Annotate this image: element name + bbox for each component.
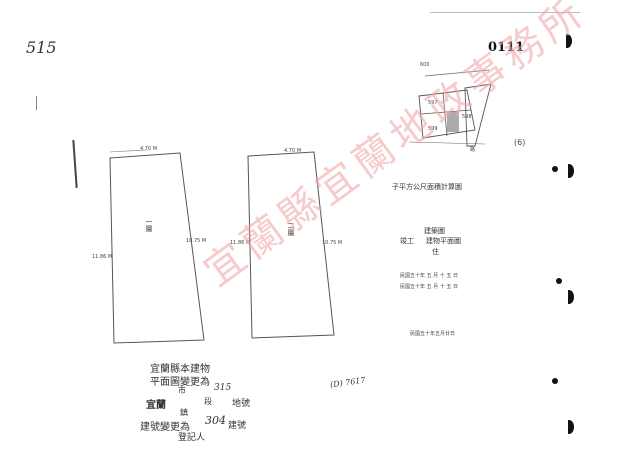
- binder-hole-2: [568, 164, 574, 178]
- bottom-line-5-prefix: 建號變更為: [140, 422, 190, 433]
- bottom-line-3-section-label: 段: [204, 397, 212, 406]
- site-map-lot-3: 599: [428, 126, 438, 132]
- binder-hole-3: [552, 166, 558, 172]
- floor-plan-1-dim-line: [109, 150, 151, 153]
- binder-hole-5: [568, 290, 574, 304]
- floor-plan-2-left-dimension: 11.86 M: [230, 240, 251, 246]
- floor-plan-1-drawing: [109, 150, 205, 344]
- bottom-line-3-city: 市: [178, 386, 186, 395]
- info-line-2: 竣工: [400, 237, 414, 245]
- floor-plan-1-right-dimension: 10.75 M: [186, 238, 207, 244]
- floor-plan-2-drawing: [247, 151, 335, 339]
- margin-bracket: [72, 139, 78, 189]
- site-map-lot-1: 597: [428, 100, 438, 106]
- bottom-line-3-section-number: 315: [214, 383, 232, 393]
- page-number: 515: [26, 38, 57, 57]
- bottom-line-3-suffix: 地號: [232, 399, 251, 409]
- binder-hole-7: [568, 420, 574, 434]
- info-date-line: 民國五十年五月廿日: [410, 331, 456, 337]
- site-map-lot-2: 598: [462, 114, 472, 120]
- floor-plan-1-top-dimension: 4.70 M: [140, 146, 158, 152]
- floor-plan-1-outline: [109, 152, 205, 344]
- info-line-4: 住: [432, 248, 439, 256]
- info-line-1: 建築圖: [424, 227, 445, 235]
- bottom-line-5-number: 304: [205, 414, 226, 427]
- floor-plan-2-right-dimension: 10.75 M: [322, 240, 343, 246]
- top-edge-line: [430, 12, 580, 13]
- floor-plan-1-label: 一層: [145, 218, 153, 232]
- side-mark: (6): [514, 138, 526, 147]
- info-line-3: 建物平面圖: [426, 237, 461, 245]
- floor-plan-2-top-dimension: 4.70 M: [284, 148, 302, 154]
- site-map-road-label: 路: [470, 147, 476, 153]
- info-note-1: 民國五十年 五 月 十 五 日: [400, 273, 458, 279]
- floor-plan-1-left-dimension: 11.86 M: [92, 254, 113, 260]
- site-map-top-label: 600: [420, 62, 430, 68]
- document-number: 0111: [488, 40, 525, 55]
- binder-hole-1: [566, 34, 572, 48]
- site-highlight: [447, 112, 459, 132]
- floor-plan-2-label: 二層: [287, 222, 295, 236]
- floor-plan-2-outline: [247, 151, 335, 339]
- handwritten-note: (D) 7617: [329, 375, 367, 390]
- site-location-map: [408, 69, 492, 147]
- bottom-line-6: 登記人: [178, 433, 206, 443]
- info-note-2: 民國五十年 五 月 十 五 日: [400, 284, 458, 290]
- binder-hole-4: [556, 278, 562, 284]
- bottom-line-3-prefix: 宜蘭: [146, 400, 166, 411]
- bottom-line-5-suffix: 建號: [228, 421, 247, 431]
- bottom-line-2: 平面圖變更為: [150, 377, 210, 388]
- bottom-line-1: 宜蘭縣本建物: [150, 364, 210, 375]
- margin-mark: [36, 96, 37, 110]
- site-map-caption: 子平方公尺面積計算圖: [392, 183, 462, 191]
- binder-hole-6: [552, 378, 558, 384]
- bottom-line-4: 鎮: [180, 408, 188, 417]
